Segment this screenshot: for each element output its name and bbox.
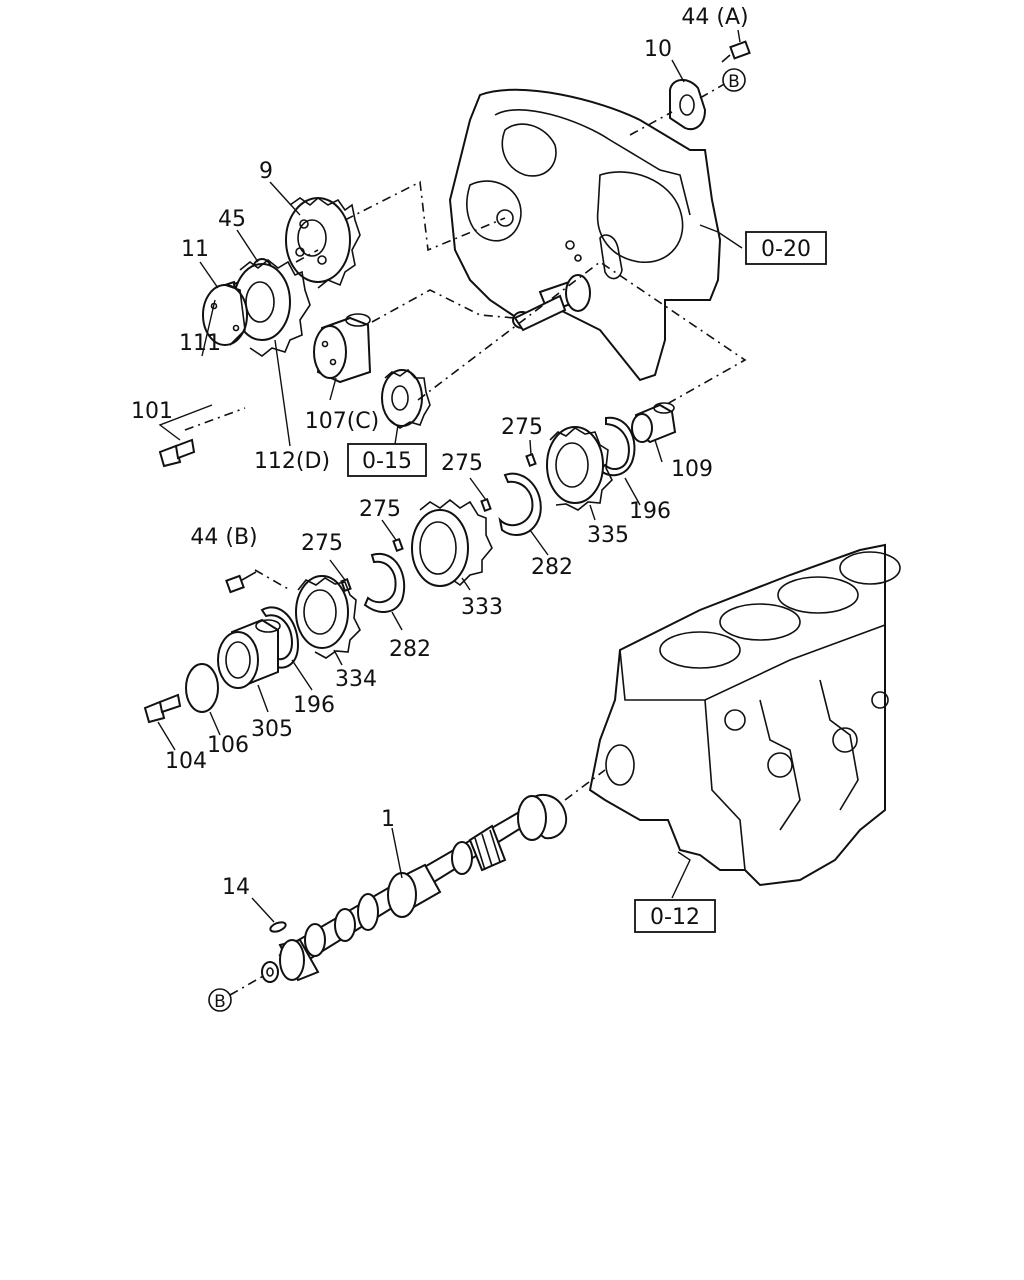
- callout-104: 104: [165, 749, 207, 774]
- callout-335: 335: [587, 523, 629, 548]
- idler-gear-9: [285, 196, 361, 289]
- callout-334: 334: [335, 667, 377, 692]
- pin-275-a: [525, 452, 537, 468]
- snap-ring-282-upper: [498, 472, 542, 536]
- pin-275-c: [392, 537, 404, 553]
- sleeve-109: [631, 402, 677, 444]
- callout-282-lower: 282: [389, 637, 431, 662]
- leader-lines: [157, 29, 743, 923]
- bolt-104: [143, 693, 182, 724]
- ref-box-0-20[interactable]: 0-20: [745, 231, 827, 265]
- ref-box-0-12[interactable]: 0-12: [634, 899, 716, 933]
- bushing-305: [217, 618, 281, 689]
- callout-11: 11: [181, 237, 209, 262]
- callout-196-upper: 196: [629, 499, 671, 524]
- callout-44a: 44 (A): [681, 5, 748, 30]
- marker-b-top: B: [722, 68, 746, 92]
- marker-b-bottom-text: B: [214, 992, 226, 1012]
- callout-106: 106: [207, 733, 249, 758]
- washer-106: [185, 663, 219, 713]
- callout-109: 109: [671, 457, 713, 482]
- callout-10: 10: [644, 37, 672, 62]
- camshaft-1: [261, 793, 568, 983]
- pin-275-b: [480, 497, 492, 513]
- callout-305: 305: [251, 717, 293, 742]
- cover-plate-10: [669, 79, 707, 130]
- callout-107c: 107(C): [305, 409, 380, 434]
- ref-label-0-20: 0-20: [761, 237, 811, 262]
- callout-275-c: 275: [359, 497, 401, 522]
- callout-275-b: 275: [441, 451, 483, 476]
- pump-drive-gear: [381, 368, 431, 429]
- ref-label-0-12: 0-12: [650, 905, 700, 930]
- callout-111: 111: [179, 331, 221, 356]
- key-14: [269, 921, 287, 933]
- callout-112d: 112(D): [254, 449, 330, 474]
- bolt-44b: [225, 571, 257, 594]
- callout-196-lower: 196: [293, 693, 335, 718]
- callout-101: 101: [131, 399, 173, 424]
- callout-labels: 44 (A) 10 9 45 11 111 101 107(C) 112(D) …: [131, 5, 749, 900]
- marker-b-top-text: B: [728, 72, 740, 92]
- thrust-plate-111: [202, 284, 248, 346]
- gear-333: [411, 498, 493, 587]
- ref-label-0-15: 0-15: [362, 449, 412, 474]
- collar-107c: [313, 313, 372, 384]
- callout-9: 9: [259, 159, 273, 184]
- bolt-101: [158, 438, 196, 468]
- ref-box-0-15[interactable]: 0-15: [347, 443, 427, 477]
- snap-ring-282-lower: [363, 552, 406, 613]
- callout-275-d: 275: [301, 531, 343, 556]
- assembly-lines: [184, 81, 747, 996]
- cylinder-block: [588, 543, 901, 887]
- bolt-44a: [721, 40, 751, 63]
- callout-275-a: 275: [501, 415, 543, 440]
- callout-45: 45: [218, 207, 246, 232]
- snap-ring-196-upper: [598, 416, 636, 477]
- gear-case-housing: [448, 88, 722, 382]
- gear-334: [295, 575, 361, 659]
- callout-282-upper: 282: [531, 555, 573, 580]
- gear-335: [546, 426, 613, 511]
- callout-1: 1: [381, 807, 395, 832]
- callout-44b: 44 (B): [190, 525, 257, 550]
- idler-shaft: [512, 274, 591, 332]
- marker-b-bottom: B: [208, 988, 232, 1012]
- callout-333: 333: [461, 595, 503, 620]
- callout-14: 14: [222, 875, 250, 900]
